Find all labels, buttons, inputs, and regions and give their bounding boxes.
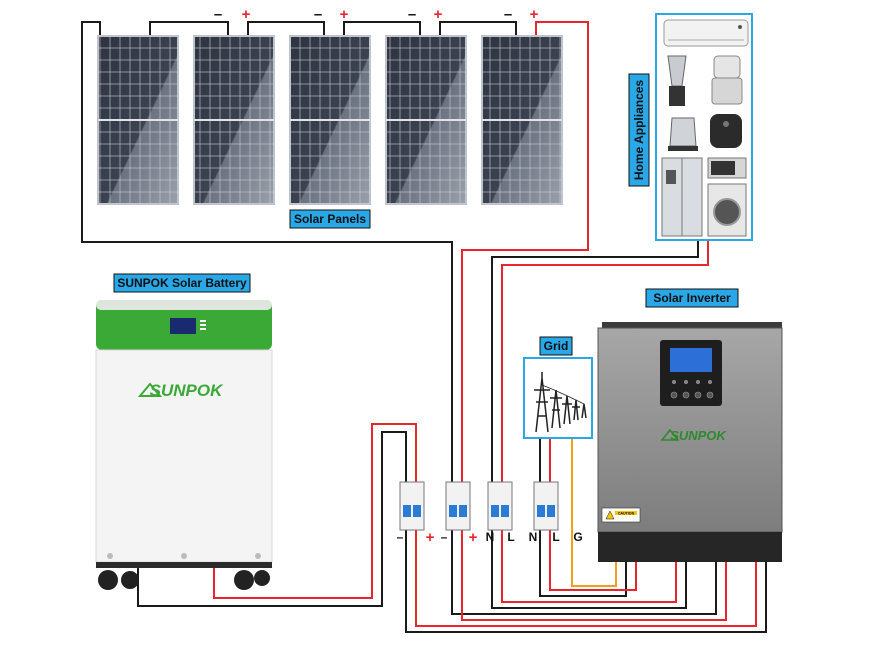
series-link-3 (343, 21, 421, 36)
panel-polarity-signs: – + – + – + – + (214, 6, 539, 23)
inv-bat-pos (415, 530, 757, 627)
svg-text:CAUTION: CAUTION (618, 512, 635, 516)
battery-logo: SUNPOK (137, 381, 224, 400)
washing-machine-icon (707, 183, 747, 237)
circuit-breaker (445, 481, 471, 531)
terminal-pv-negative: – (441, 530, 448, 544)
terminal-grid-n: N (529, 530, 538, 544)
home-appliances-label: Home Appliances (632, 80, 646, 181)
terminal-pv-positive: + (469, 529, 478, 546)
inv-pv-pos (461, 530, 727, 621)
power-tower-icon (534, 372, 587, 433)
inv-ac-out-n (491, 530, 687, 609)
panel-minus-sign: – (408, 6, 416, 23)
inv-grid-l (549, 530, 637, 591)
grid-ground-wire (571, 438, 617, 587)
solar-panel (193, 35, 275, 205)
terminal-battery-negative: – (397, 530, 404, 544)
kettle-icon (668, 117, 698, 151)
blender-icon (667, 55, 687, 106)
solar-panel (481, 35, 563, 205)
battery-wheels (98, 570, 270, 590)
solar-battery: SUNPOK Solar Battery SUNPOK (95, 273, 273, 590)
wires (81, 21, 767, 633)
panel-minus-sign: – (504, 6, 512, 23)
panel-minus-sign: – (314, 6, 322, 23)
grid-label: Grid (544, 339, 569, 353)
panel-plus-sign: + (434, 6, 443, 23)
home-appliances-panel: Home Appliances (628, 13, 753, 241)
solar-panel-array (97, 35, 563, 205)
svg-text:Solar Panels: Solar Panels (294, 212, 366, 226)
panel-minus-sign: – (214, 6, 222, 23)
circuit-breaker (533, 481, 559, 531)
inv-pv-neg (451, 530, 717, 615)
terminal-grid-l: L (552, 530, 559, 544)
inv-ac-out-l (501, 530, 677, 603)
series-link-2 (247, 21, 325, 36)
solar-inverter: Solar Inverter SUNPOK CAUTION (597, 288, 783, 562)
battery-positive-wire (213, 423, 417, 599)
inv-bat-neg (405, 530, 767, 633)
terminal-load-n: N (486, 530, 495, 544)
panel-plus-sign: + (530, 6, 539, 23)
inverter-logo: SUNPOK (660, 428, 727, 443)
caution-sticker: CAUTION (601, 507, 641, 523)
battery-display (170, 318, 196, 334)
battery-negative-wire (137, 431, 407, 607)
battery-title: SUNPOK Solar Battery (117, 276, 247, 290)
circuit-breaker (487, 481, 513, 531)
svg-text:SUNPOK: SUNPOK (150, 381, 224, 400)
panel-plus-sign: + (242, 6, 251, 23)
inverter-title: Solar Inverter (653, 291, 731, 305)
air-conditioner-icon (663, 19, 749, 47)
series-link-4 (439, 21, 517, 36)
food-processor-icon (711, 55, 743, 105)
inverter-lcd-screen (670, 348, 712, 372)
microwave-icon (707, 157, 747, 179)
refrigerator-icon (661, 157, 703, 237)
breaker-terminal-labels: – + – + N L N L G (397, 529, 583, 546)
solar-panels-label: Solar Panels (289, 209, 371, 229)
panel-plus-sign: + (340, 6, 349, 23)
appliance-l-wire (501, 240, 709, 485)
circuit-breaker (399, 481, 425, 531)
terminal-load-l: L (507, 530, 514, 544)
terminal-ground: G (573, 530, 582, 544)
appliance-n-wire (491, 240, 699, 485)
solar-panel (289, 35, 371, 205)
circuit-breakers (399, 481, 559, 531)
solar-panel (97, 35, 179, 205)
series-link-1 (149, 21, 229, 36)
pv-positive-wire (461, 21, 589, 485)
grid-source: Grid (523, 336, 593, 439)
inv-grid-n (539, 530, 627, 597)
air-fryer-icon (710, 114, 742, 148)
solar-panel (385, 35, 467, 205)
pv-negative-wire (81, 21, 453, 485)
terminal-battery-positive: + (426, 529, 435, 546)
svg-text:SUNPOK: SUNPOK (670, 428, 727, 443)
